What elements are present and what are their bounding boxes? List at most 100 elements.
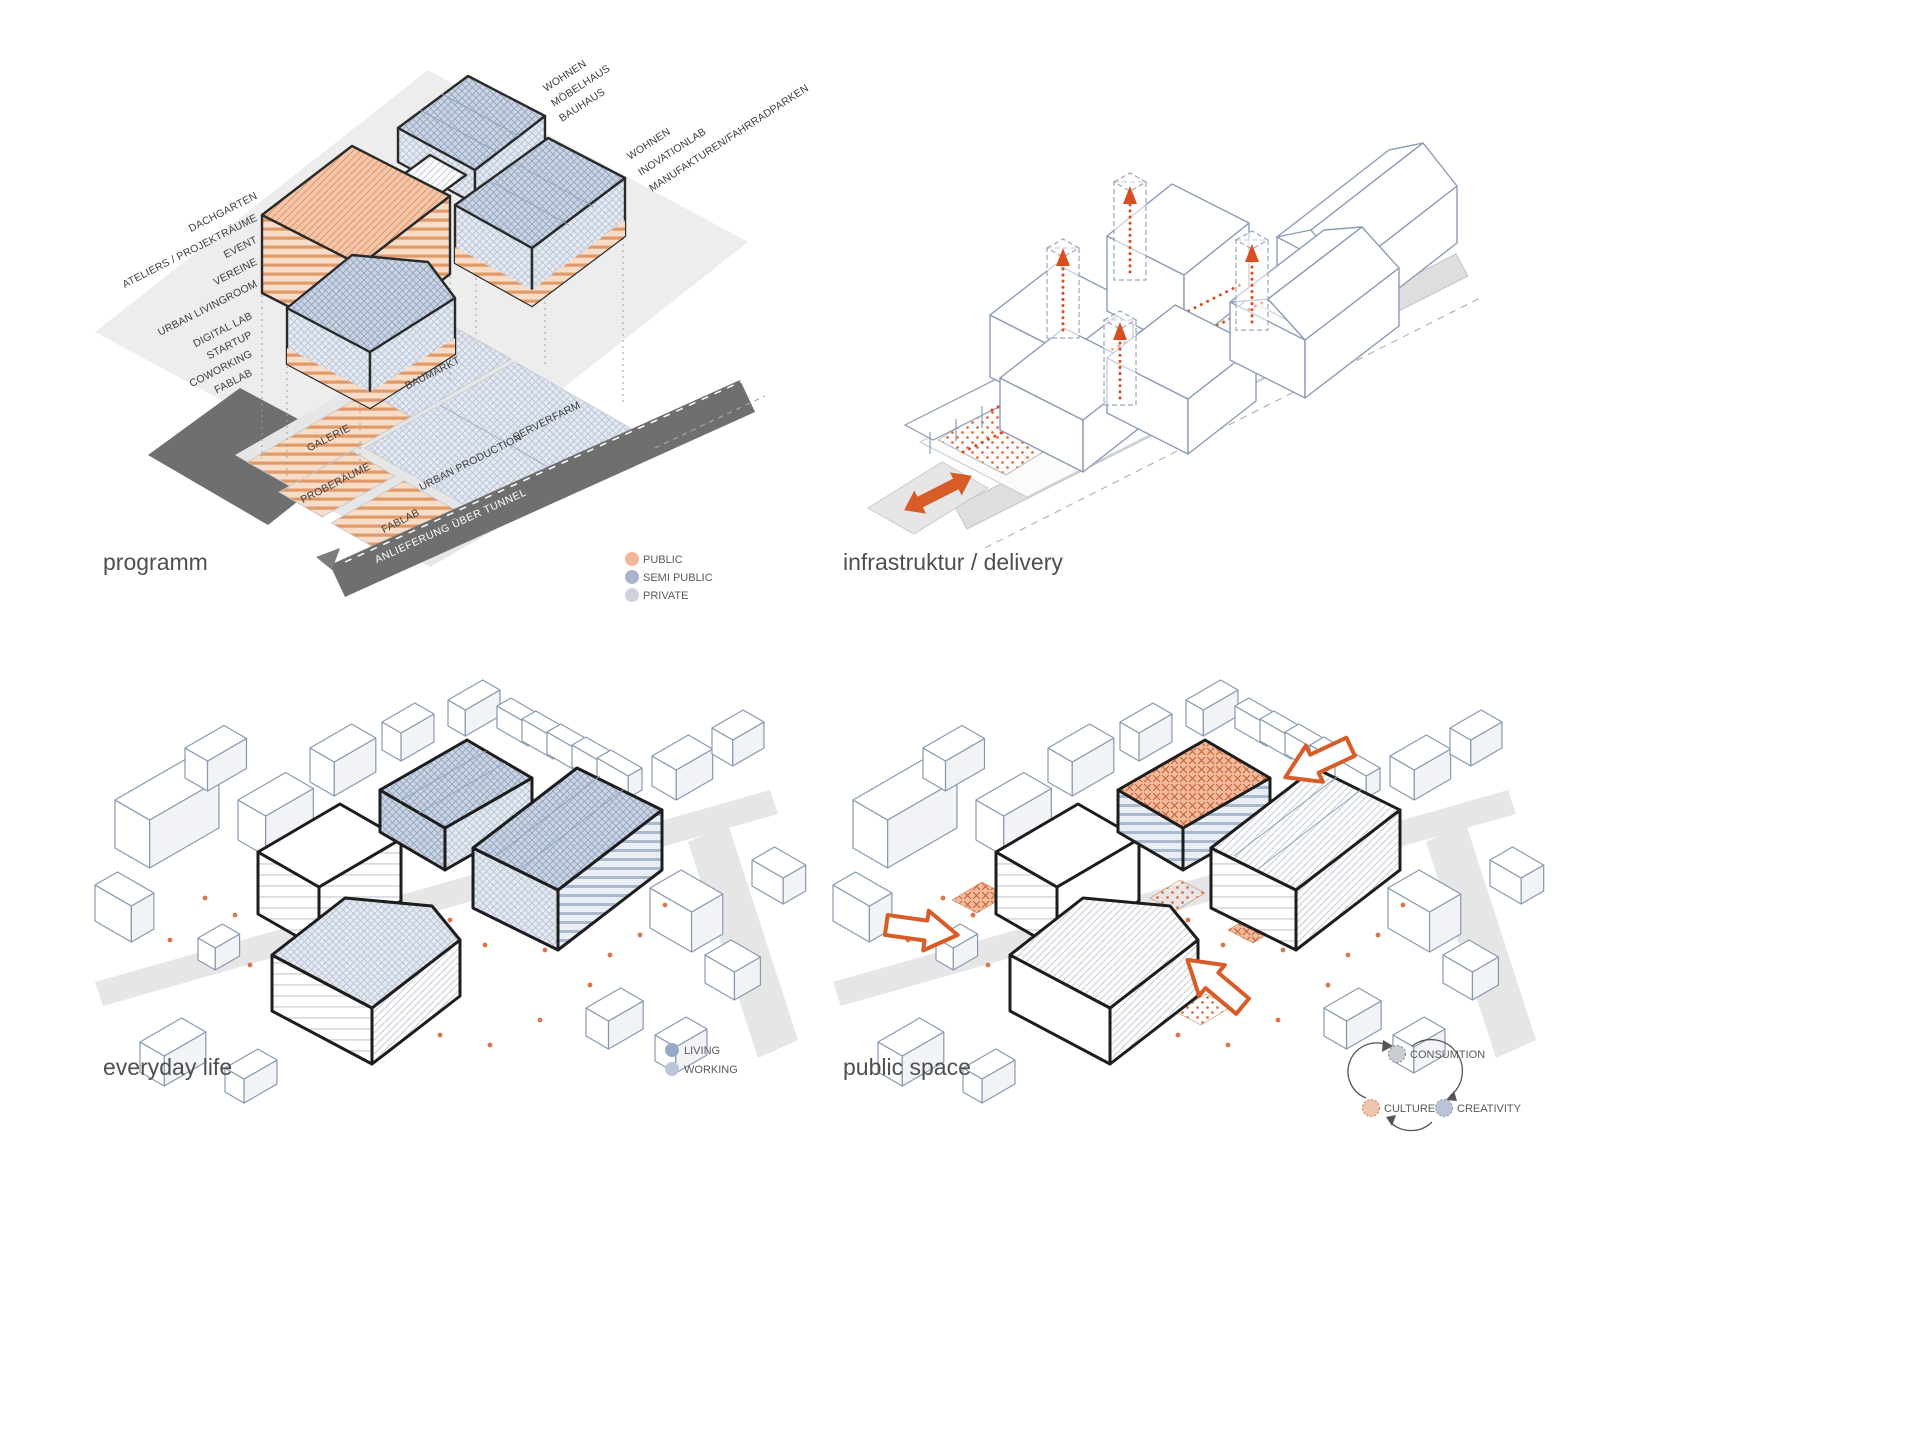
context-building-roof bbox=[585, 987, 644, 1022]
legend-dot-semipublic bbox=[625, 570, 639, 584]
building-working-wedge bbox=[471, 766, 664, 952]
public-dot bbox=[637, 932, 643, 938]
context-building-roof bbox=[381, 702, 435, 734]
context-building-roof bbox=[1489, 846, 1545, 879]
public-dot bbox=[607, 952, 613, 958]
legend-label-working: WORKING bbox=[684, 1064, 738, 1076]
road-dashed-edge bbox=[984, 297, 1481, 549]
legend-dot-private bbox=[625, 588, 639, 602]
context-building-roof bbox=[1323, 987, 1382, 1022]
road-arrow-icon bbox=[316, 548, 340, 570]
panel-everyday-life: everyday life LIVING WORKING bbox=[94, 679, 807, 1104]
entry-arrow-icon-top bbox=[1283, 735, 1357, 784]
context-building-roof bbox=[237, 771, 314, 817]
public-dot bbox=[1280, 947, 1286, 953]
public-dot bbox=[487, 1042, 493, 1048]
public-dot bbox=[447, 917, 453, 923]
entry-arrows bbox=[882, 735, 1357, 1016]
context-building-roof bbox=[309, 723, 377, 763]
lift-shafts bbox=[1045, 172, 1270, 406]
cycle-dot-culture bbox=[1361, 1098, 1381, 1118]
building-pentagon-white bbox=[1008, 896, 1200, 1066]
public-dot bbox=[1325, 982, 1331, 988]
context-map-everyday bbox=[94, 679, 807, 1104]
public-dot bbox=[232, 912, 238, 918]
legend-everyday: LIVING WORKING bbox=[665, 1043, 738, 1076]
building-living-top-blue bbox=[378, 738, 534, 872]
public-dot bbox=[1175, 1032, 1181, 1038]
context-building-roof bbox=[711, 709, 765, 741]
legend-label-semipublic: SEMI PUBLIC bbox=[643, 572, 713, 584]
cycle-arrowhead bbox=[1382, 1040, 1393, 1052]
legend-label-public: PUBLIC bbox=[643, 554, 683, 566]
context-building-roof bbox=[962, 1048, 1016, 1080]
context-building-roof bbox=[94, 871, 155, 907]
public-dot bbox=[1225, 1042, 1231, 1048]
projection-lines bbox=[261, 152, 624, 480]
public-dot bbox=[247, 962, 253, 968]
cycle-label-culture: CULTURE bbox=[1384, 1103, 1435, 1115]
cycle-legend: CONSUMTION CULTURE CREATIVITY bbox=[1347, 1039, 1522, 1132]
context-building-roof bbox=[139, 1017, 207, 1057]
public-dot bbox=[1345, 952, 1351, 958]
road-centerline bbox=[344, 378, 748, 563]
cycle-arrowhead bbox=[1386, 1115, 1396, 1126]
road-tunnel bbox=[330, 380, 755, 597]
cycle-label-creativity: CREATIVITY bbox=[1457, 1103, 1522, 1115]
public-dot bbox=[1220, 942, 1226, 948]
context-building-roof bbox=[877, 1017, 945, 1057]
cycle-arrowhead bbox=[1446, 1091, 1457, 1101]
lift-arrow-heads bbox=[1056, 186, 1259, 340]
panel-public-space: public space CONSUMTION CULTURE CREATIVI… bbox=[832, 679, 1545, 1132]
context-building-roof bbox=[751, 846, 807, 879]
public-dot bbox=[437, 1032, 443, 1038]
public-dot bbox=[167, 937, 173, 943]
lift-arrow-icon bbox=[1061, 198, 1254, 400]
context-building-roof bbox=[704, 939, 762, 973]
legend-dot-living bbox=[665, 1043, 679, 1057]
entry-arrow-icon-bottom bbox=[1185, 957, 1252, 1016]
context-building-roof bbox=[654, 1016, 708, 1048]
public-dot bbox=[1275, 1017, 1281, 1023]
context-building-roof bbox=[224, 1048, 278, 1080]
context-road bbox=[1426, 824, 1536, 1058]
label-block-right-3: MANUFAKTUREN/FAHRRADPARKEN bbox=[647, 82, 811, 194]
public-dot bbox=[537, 1017, 543, 1023]
context-road bbox=[688, 824, 798, 1058]
building-wedge-hatched bbox=[1209, 766, 1402, 952]
panel-title-infrastruktur: infrastruktur / delivery bbox=[843, 549, 1063, 575]
road-continuation-dashed bbox=[654, 395, 766, 449]
building-pentagon bbox=[270, 896, 462, 1066]
cycle-arrow-left bbox=[1347, 1042, 1388, 1099]
cycle-dot-consumtion bbox=[1387, 1044, 1407, 1064]
context-building-roof bbox=[1047, 723, 1115, 763]
legend-programm: PUBLIC SEMI PUBLIC PRIVATE bbox=[625, 552, 713, 602]
building-innovationlab bbox=[453, 136, 627, 308]
cycle-label-consumtion: CONSUMTION bbox=[1410, 1049, 1485, 1061]
context-building-roof bbox=[649, 869, 724, 913]
context-building-roof bbox=[832, 871, 893, 907]
context-building-roof bbox=[1449, 709, 1503, 741]
cycle-dot-creativity bbox=[1434, 1098, 1454, 1118]
entry-arrow-icon-left bbox=[882, 908, 960, 953]
zone-proberaeume bbox=[278, 450, 396, 518]
public-dot bbox=[542, 947, 548, 953]
public-dot bbox=[1375, 932, 1381, 938]
context-building-roof bbox=[975, 771, 1052, 817]
panel-infrastruktur: infrastruktur / delivery bbox=[843, 142, 1481, 575]
context-building-roof bbox=[1392, 1016, 1446, 1048]
public-dot bbox=[985, 962, 991, 968]
public-dot bbox=[482, 942, 488, 948]
context-building-roof bbox=[197, 923, 241, 949]
delivery-double-arrow-icon bbox=[904, 472, 972, 514]
cycle-arrow-right bbox=[1411, 1039, 1463, 1097]
panel-programm: WOHNEN MÖBELHAUS BAUHAUS DACHGARTEN ATEL… bbox=[95, 58, 811, 602]
context-building-roof bbox=[1119, 702, 1173, 734]
public-dot bbox=[1400, 902, 1406, 908]
legend-dot-public bbox=[625, 552, 639, 566]
context-building-roof bbox=[922, 724, 986, 762]
public-dot bbox=[662, 902, 668, 908]
legend-label-private: PRIVATE bbox=[643, 590, 688, 602]
building-market-orange-roof bbox=[1116, 738, 1272, 872]
